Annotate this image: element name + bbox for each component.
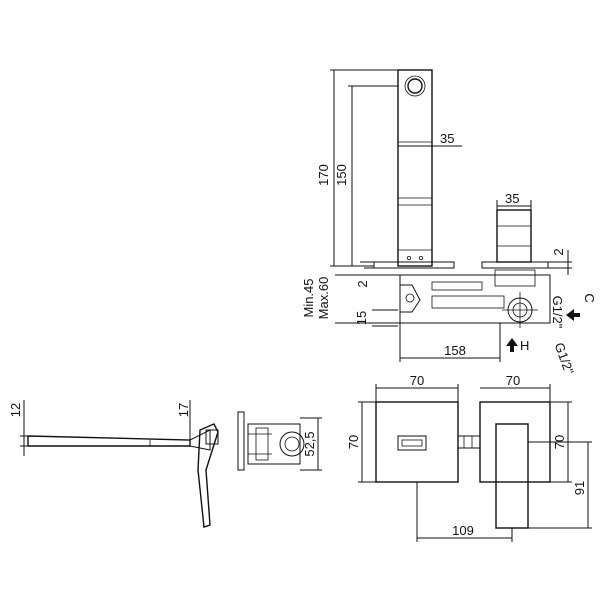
dim-150: 150 xyxy=(334,164,349,186)
front-spout-outlet xyxy=(397,435,427,451)
dim-52-5: 52,5 xyxy=(302,431,317,456)
hot-label: H xyxy=(520,338,529,353)
cartridge-housing xyxy=(494,269,536,287)
screw-dot xyxy=(406,255,411,260)
dim-91: 91 xyxy=(572,481,587,495)
body-outlet-elbow xyxy=(400,284,421,313)
spout-body xyxy=(397,69,433,267)
spout-outlet xyxy=(407,78,423,94)
cold-arrow-icon xyxy=(566,309,580,321)
hot-arrow-icon xyxy=(506,338,518,352)
dim-158: 158 xyxy=(444,343,466,358)
side-body xyxy=(247,423,301,465)
mixer-handle xyxy=(496,209,532,263)
side-handle xyxy=(197,423,219,528)
front-connector xyxy=(457,435,481,449)
front-handle xyxy=(495,423,529,529)
front-view: 70 70 70 70 91 109 xyxy=(346,373,592,542)
spout-wall-plate xyxy=(373,261,455,269)
wall-min: Min.45 xyxy=(301,278,316,317)
inlet-thread-1: G1/2" xyxy=(550,296,565,329)
front-left-plate xyxy=(375,401,459,483)
dim-109: 109 xyxy=(452,523,474,538)
dim-2-spout-plate: 2 xyxy=(355,280,370,287)
dim-70-top-right: 70 xyxy=(506,373,520,388)
dim-35-spout: 35 xyxy=(440,131,454,146)
plan-view: 170 150 35 35 2 2 Min.45 Max.60 15 158 xyxy=(301,69,597,377)
side-body-inlet-inner xyxy=(284,436,300,452)
side-wall-plate xyxy=(237,411,245,471)
screw-dot xyxy=(418,255,423,260)
side-view: 12 17 52,5 xyxy=(8,400,322,528)
dim-70-left-height: 70 xyxy=(346,435,361,449)
handle-wall-plate xyxy=(481,261,549,269)
side-body-inlet xyxy=(279,431,305,457)
body-bracket xyxy=(431,281,483,291)
dim-2-handle-plate: 2 xyxy=(551,248,566,255)
side-body-part xyxy=(255,427,269,461)
body-port xyxy=(405,293,415,303)
spout-outlet-ring xyxy=(404,75,426,97)
body-channel xyxy=(431,295,505,309)
side-handle-knob xyxy=(205,429,219,445)
side-spout xyxy=(27,435,191,447)
dim-17: 17 xyxy=(176,403,191,417)
dim-15: 15 xyxy=(354,311,369,325)
dim-12: 12 xyxy=(8,403,23,417)
cold-label: C xyxy=(582,293,597,302)
dim-35-handle: 35 xyxy=(505,191,519,206)
front-spout-outlet-inner xyxy=(401,439,423,447)
dim-170: 170 xyxy=(316,164,331,186)
wall-max: Max.60 xyxy=(316,277,331,320)
dim-70-top-left: 70 xyxy=(410,373,424,388)
in-wall-body xyxy=(399,274,551,324)
inlet-thread-2: G1/2" xyxy=(552,340,577,376)
